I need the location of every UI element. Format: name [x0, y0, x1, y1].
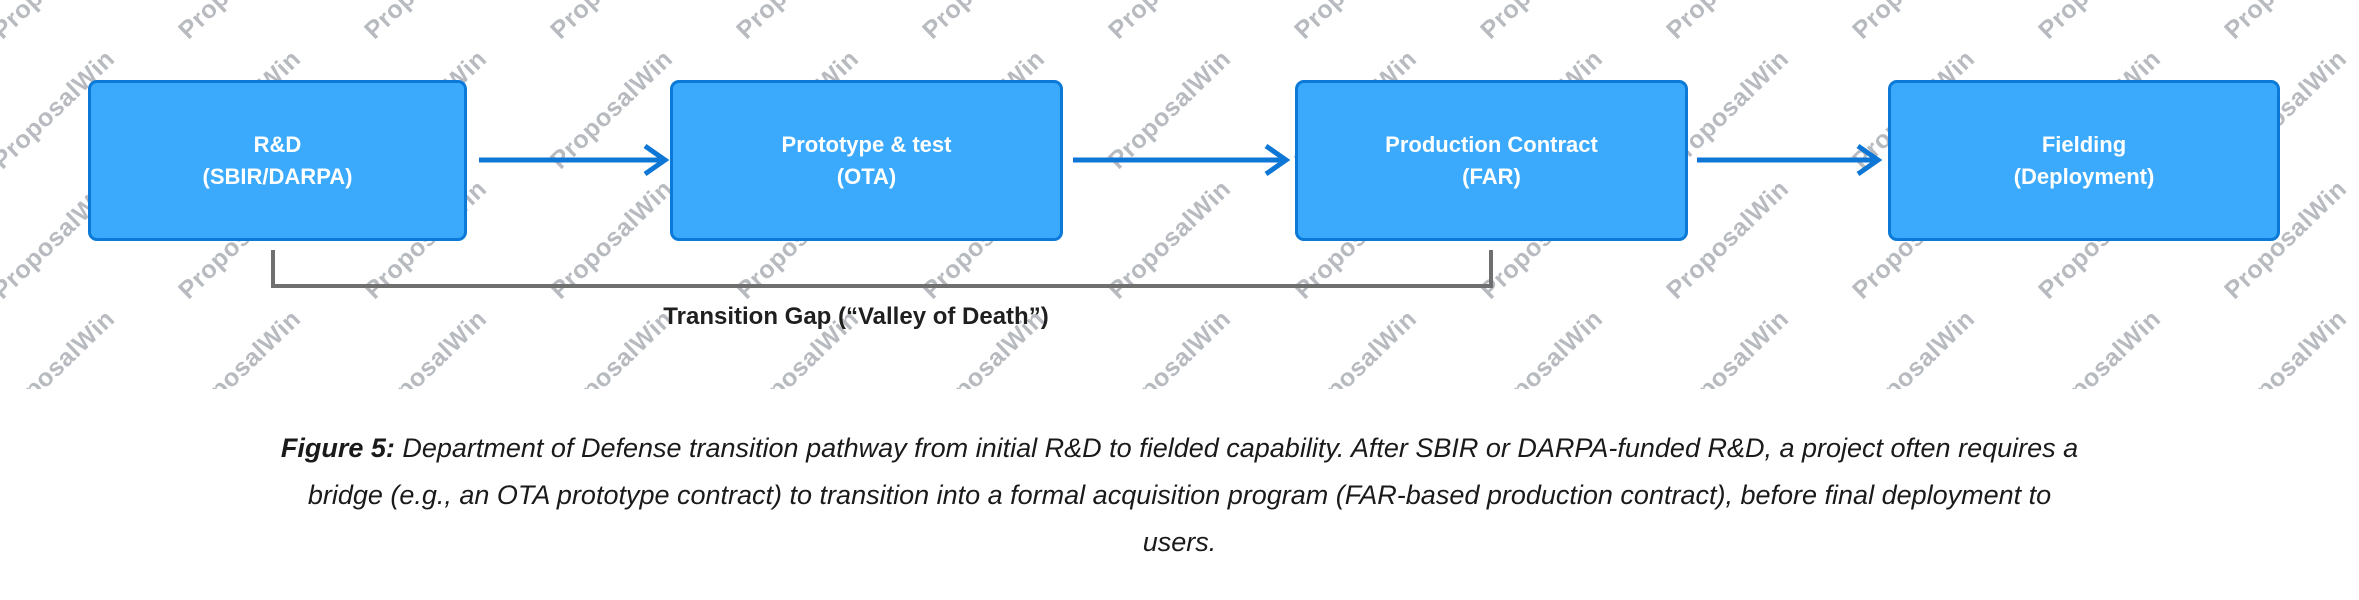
- flow-box-rd: R&D (SBIR/DARPA): [88, 80, 467, 241]
- caption-figure-number: Figure 5:: [280, 433, 395, 463]
- watermark-text: ProposalWin: [1847, 0, 1981, 45]
- transition-gap-label: Transition Gap (“Valley of Death”): [663, 303, 1049, 330]
- watermark-text: ProposalWin: [0, 0, 121, 45]
- flow-arrow-icon: [1073, 143, 1290, 177]
- watermark-text: ProposalWin: [1661, 304, 1795, 389]
- watermark-text: ProposalWin: [2033, 304, 2167, 389]
- flow-box-subtitle: (SBIR/DARPA): [202, 163, 353, 189]
- watermark-text: ProposalWin: [731, 0, 865, 45]
- flow-arrow-icon: [479, 143, 669, 177]
- transition-gap-bracket: [271, 250, 1493, 288]
- watermark-text: ProposalWin: [2033, 0, 2167, 45]
- flow-box-title: Fielding: [2041, 131, 2127, 157]
- watermark-text: ProposalWin: [1289, 0, 1423, 45]
- watermark-text: ProposalWin: [917, 0, 1051, 45]
- watermark-text: ProposalWin: [545, 304, 679, 389]
- watermark-text: ProposalWin: [2219, 304, 2353, 389]
- flow-box-production: Production Contract (FAR): [1295, 80, 1688, 241]
- watermark-text: ProposalWin: [0, 304, 121, 389]
- watermark-text: ProposalWin: [545, 0, 679, 45]
- flow-box-subtitle: (Deployment): [2013, 163, 2155, 189]
- watermark-text: ProposalWin: [1847, 304, 1981, 389]
- watermark-text: ProposalWin: [173, 0, 307, 45]
- watermark-text: ProposalWin: [359, 0, 493, 45]
- caption-line-1: Figure 5: Department of Defense transiti…: [0, 425, 2359, 472]
- flow-box-subtitle: (OTA): [836, 163, 897, 189]
- watermark-text: ProposalWin: [1289, 304, 1423, 389]
- flow-box-subtitle: (FAR): [1462, 163, 1521, 189]
- figure-caption: Figure 5: Department of Defense transiti…: [0, 425, 2359, 566]
- watermark-text: ProposalWin: [1103, 0, 1237, 45]
- watermark-text: ProposalWin: [359, 304, 493, 389]
- caption-text: Department of Defense transition pathway…: [394, 433, 2079, 463]
- watermark-text: ProposalWin: [1475, 304, 1609, 389]
- watermark-text: ProposalWin: [1103, 304, 1237, 389]
- flow-box-fielding: Fielding (Deployment): [1888, 80, 2280, 241]
- flow-box-title: Prototype & test: [781, 131, 952, 157]
- watermark-text: ProposalWin: [2219, 0, 2353, 45]
- flow-box-title: R&D: [253, 131, 302, 157]
- flow-box-title: Production Contract: [1385, 131, 1598, 157]
- watermark-text: ProposalWin: [1661, 0, 1795, 45]
- watermark-text: ProposalWin: [1475, 0, 1609, 45]
- watermark-text: ProposalWin: [173, 304, 307, 389]
- flow-arrow-icon: [1697, 143, 1882, 177]
- caption-line-2: bridge (e.g., an OTA prototype contract)…: [307, 480, 2052, 510]
- caption-line-3: users.: [1142, 527, 1217, 557]
- flow-box-prototype: Prototype & test (OTA): [670, 80, 1063, 241]
